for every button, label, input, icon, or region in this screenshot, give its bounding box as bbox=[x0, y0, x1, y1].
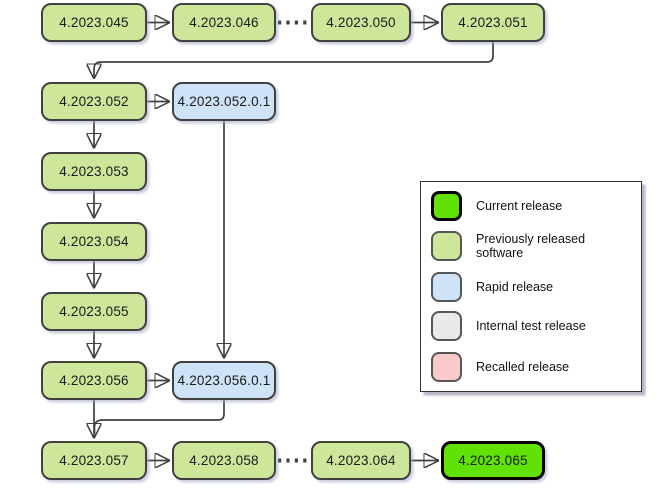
release-node-065-current: 4.2023.065 bbox=[441, 441, 545, 480]
release-node-057: 4.2023.057 bbox=[41, 441, 147, 480]
release-node-056-0-1: 4.2023.056.0.1 bbox=[172, 361, 276, 400]
legend-row-recalled: Recalled release bbox=[431, 351, 633, 382]
release-node-055: 4.2023.055 bbox=[41, 291, 147, 331]
release-node-045: 4.2023.045 bbox=[41, 3, 147, 42]
legend-label: Previously released software bbox=[476, 232, 586, 260]
release-node-058: 4.2023.058 bbox=[172, 441, 276, 480]
legend-swatch-current bbox=[431, 191, 462, 221]
legend-swatch-recalled bbox=[431, 351, 462, 382]
release-node-051: 4.2023.051 bbox=[441, 3, 545, 42]
legend-label: Recalled release bbox=[476, 359, 570, 374]
legend-label: Internal test release bbox=[476, 319, 586, 333]
legend-label: Current release bbox=[476, 199, 563, 213]
legend-row-previous: Previously released software bbox=[431, 231, 633, 261]
legend-swatch-internal bbox=[431, 311, 462, 341]
legend-row-internal: Internal test release bbox=[431, 311, 633, 341]
legend-row-rapid: Rapid release bbox=[431, 271, 633, 302]
release-node-054: 4.2023.054 bbox=[41, 221, 147, 261]
legend-swatch-rapid bbox=[431, 271, 462, 302]
edge-arrow-051-052 bbox=[94, 42, 494, 79]
release-node-046: 4.2023.046 bbox=[172, 3, 276, 42]
release-node-052: 4.2023.052 bbox=[41, 82, 147, 121]
release-node-050: 4.2023.050 bbox=[311, 3, 411, 42]
edge-elbow-0561-057 bbox=[93, 400, 225, 434]
legend-row-current: Current release bbox=[431, 191, 633, 221]
release-node-056: 4.2023.056 bbox=[41, 361, 147, 400]
legend-swatch-previous bbox=[431, 231, 462, 261]
release-node-053: 4.2023.053 bbox=[41, 151, 147, 191]
release-node-064: 4.2023.064 bbox=[311, 441, 411, 480]
legend-label: Rapid release bbox=[476, 279, 554, 294]
legend-panel: Current release Previously released soft… bbox=[420, 181, 642, 392]
release-node-052-0-1: 4.2023.052.0.1 bbox=[172, 82, 276, 121]
